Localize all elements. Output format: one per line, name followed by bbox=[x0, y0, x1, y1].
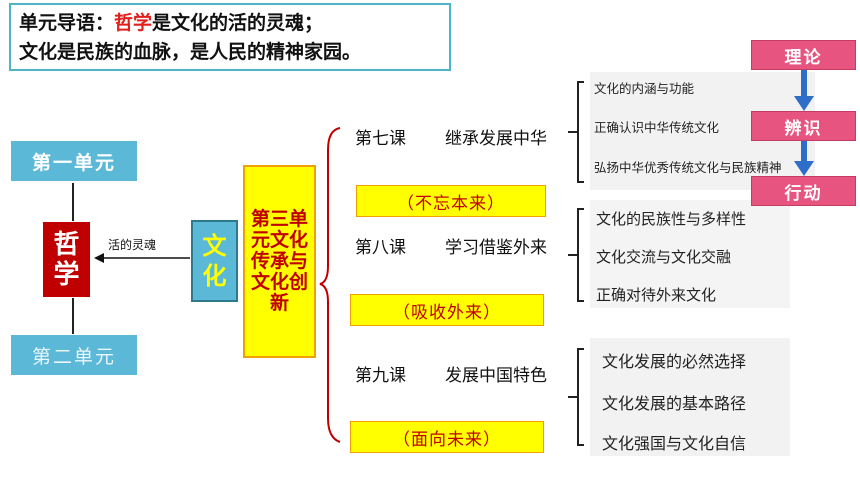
lesson-nine-tag: （面向未来） bbox=[350, 421, 544, 453]
flow-arrow-2 bbox=[794, 141, 814, 176]
culture-box: 文 化 bbox=[191, 220, 238, 302]
bracket-seven-path bbox=[568, 81, 584, 183]
connector-line-top bbox=[72, 183, 74, 221]
flow-arrow-2-head bbox=[794, 161, 814, 176]
bracket-eight-path bbox=[568, 208, 584, 302]
lesson-nine: 第九课 发展中国特色 bbox=[355, 363, 565, 390]
flow-arrow-1 bbox=[794, 70, 814, 111]
lesson-eight-title: 学习借鉴外来 bbox=[445, 238, 547, 258]
flow-identify: 辨识 bbox=[751, 111, 856, 141]
intro-prefix: 单元导语： bbox=[19, 12, 115, 34]
point-item: 正确对待外来文化 bbox=[596, 286, 717, 304]
unit-intro-box: 单元导语：哲学是文化的活的灵魂； 文化是民族的血脉，是人民的精神家园。 bbox=[9, 3, 451, 71]
lesson-seven-number: 第七课 bbox=[355, 129, 406, 149]
lesson-eight-bracket bbox=[568, 208, 584, 302]
unit-three-brace bbox=[319, 127, 341, 443]
bracket-nine-path bbox=[568, 348, 584, 446]
living-soul-label: 活的灵魂 bbox=[108, 238, 157, 252]
lesson-seven-tag: （不忘本来） bbox=[356, 185, 546, 217]
lesson-seven-title: 继承发展中华 bbox=[445, 129, 547, 149]
flow-arrow-2-shaft bbox=[801, 141, 807, 163]
philosophy-char-1: 哲 bbox=[53, 229, 80, 260]
intro-highlight: 哲学 bbox=[114, 12, 153, 34]
lesson-seven: 第七课 继承发展中华 bbox=[355, 126, 565, 153]
intro-line-1: 单元导语：哲学是文化的活的灵魂； bbox=[19, 9, 441, 38]
point-item: 正确认识中华传统文化 bbox=[594, 120, 720, 135]
lesson-eight-number: 第八课 bbox=[355, 238, 406, 258]
intro-line-2: 文化是民族的血脉，是人民的精神家园。 bbox=[19, 41, 362, 63]
lesson-nine-number: 第九课 bbox=[355, 366, 406, 386]
lesson-eight: 第八课 学习借鉴外来 bbox=[355, 235, 565, 262]
point-item: 文化的内涵与功能 bbox=[594, 81, 695, 96]
philosophy-char-2: 学 bbox=[53, 259, 80, 290]
living-soul-arrow bbox=[94, 253, 190, 263]
culture-char-2: 化 bbox=[202, 262, 227, 290]
point-item: 文化交流与文化交融 bbox=[596, 248, 732, 266]
culture-char-1: 文 bbox=[202, 232, 227, 260]
intro-line1-rest: 是文化的活的灵魂； bbox=[152, 12, 324, 34]
unit-two-box: 第二单元 bbox=[11, 335, 137, 375]
lesson-nine-title: 发展中国特色 bbox=[445, 366, 547, 386]
lesson-nine-bracket bbox=[568, 348, 584, 446]
lesson-eight-tag: （吸收外来） bbox=[350, 294, 544, 326]
point-item: 文化的民族性与多样性 bbox=[596, 210, 747, 228]
lesson-eight-points: 文化的民族性与多样性 文化交流与文化交融 正确对待外来文化 bbox=[590, 200, 790, 308]
unit-one-box: 第一单元 bbox=[11, 141, 137, 181]
flow-theory: 理论 bbox=[751, 40, 856, 70]
brace-path bbox=[319, 127, 341, 443]
lesson-nine-points: 文化发展的必然选择 文化发展的基本路径 文化强国与文化自信 bbox=[590, 338, 790, 456]
point-item: 文化发展的基本路径 bbox=[602, 394, 747, 413]
arrow-head bbox=[94, 253, 104, 263]
philosophy-box: 哲 学 bbox=[43, 222, 90, 297]
flow-arrow-1-head bbox=[794, 96, 814, 111]
point-item: 弘扬中华优秀传统文化与民族精神 bbox=[594, 160, 782, 175]
lesson-seven-bracket bbox=[568, 81, 584, 183]
flow-action: 行动 bbox=[751, 176, 856, 206]
point-item: 文化发展的必然选择 bbox=[602, 352, 747, 371]
lesson-seven-points: 文化的内涵与功能 正确认识中华传统文化 弘扬中华优秀传统文化与民族精神 bbox=[590, 72, 815, 190]
point-item: 文化强国与文化自信 bbox=[602, 434, 747, 453]
connector-line-bottom bbox=[72, 298, 74, 334]
flow-arrow-1-shaft bbox=[801, 70, 807, 98]
unit-three-box: 第三单元文化传承与文化创新 bbox=[243, 165, 316, 358]
